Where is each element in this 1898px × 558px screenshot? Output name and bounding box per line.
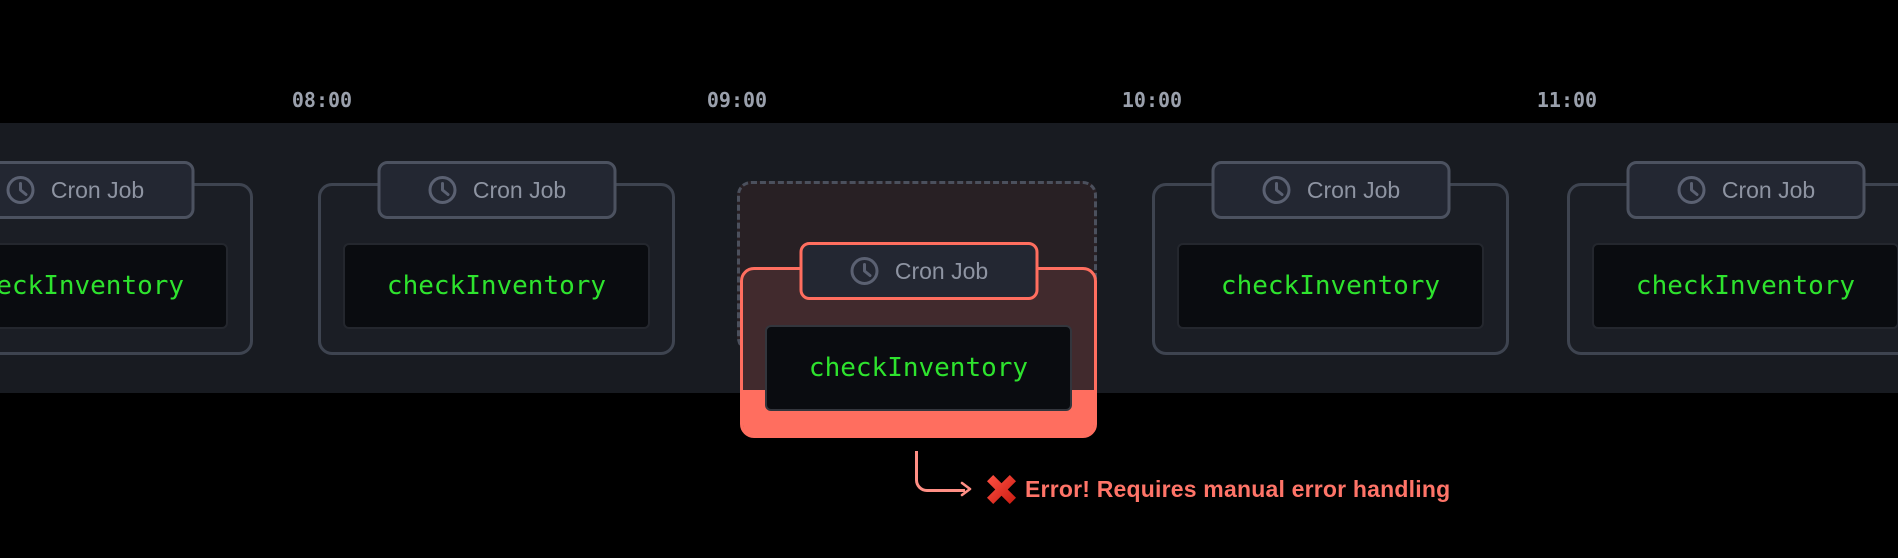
cron-job-badge: Cron Job	[0, 161, 194, 219]
error-connector-line	[915, 451, 965, 492]
cron-job-card: Cron Job checkInventory	[1152, 161, 1509, 355]
badge-label: Cron Job	[894, 257, 989, 284]
cron-job-card-error: Cron Job checkInventory	[740, 242, 1097, 438]
arrow-right-icon	[960, 481, 972, 497]
function-name: checkInventory	[1635, 271, 1856, 301]
time-tick-0800: 08:00	[291, 88, 353, 112]
cron-job-badge: Cron Job	[1211, 161, 1450, 219]
cron-job-badge: Cron Job	[377, 161, 616, 219]
error-message-row: Error! Requires manual error handling	[987, 474, 1450, 504]
function-box: checkInventory	[1177, 243, 1484, 329]
time-tick-0900: 09:00	[706, 88, 768, 112]
cron-job-badge: Cron Job	[1626, 161, 1865, 219]
function-box: checkInventory	[343, 243, 650, 329]
function-box: checkInventory	[765, 325, 1072, 411]
badge-label: Cron Job	[1721, 176, 1816, 203]
cross-mark-icon	[987, 474, 1016, 504]
clock-icon	[428, 176, 457, 204]
function-box: checkInventory	[1592, 243, 1898, 329]
badge-label: Cron Job	[1306, 176, 1401, 203]
function-box: checkInventory	[0, 243, 228, 329]
cron-job-badge-error: Cron Job	[799, 242, 1038, 300]
clock-icon	[1677, 176, 1706, 204]
time-tick-1000: 10:00	[1121, 88, 1183, 112]
error-message: Error! Requires manual error handling	[1025, 475, 1451, 502]
cron-job-card: Cron Job checkInventory	[318, 161, 675, 355]
clock-icon	[6, 176, 35, 204]
cron-job-card: Cron Job checkInventory	[0, 161, 253, 355]
badge-label: Cron Job	[472, 176, 567, 203]
cron-job-card: Cron Job checkInventory	[1567, 161, 1898, 355]
clock-icon	[1262, 176, 1291, 204]
badge-label: Cron Job	[50, 176, 145, 203]
clock-icon	[850, 257, 879, 285]
function-name: checkInventory	[808, 353, 1029, 383]
time-tick-1100: 11:00	[1536, 88, 1598, 112]
function-name: checkInventory	[1220, 271, 1441, 301]
function-name: checkInventory	[386, 271, 607, 301]
function-name: checkInventory	[0, 271, 185, 301]
